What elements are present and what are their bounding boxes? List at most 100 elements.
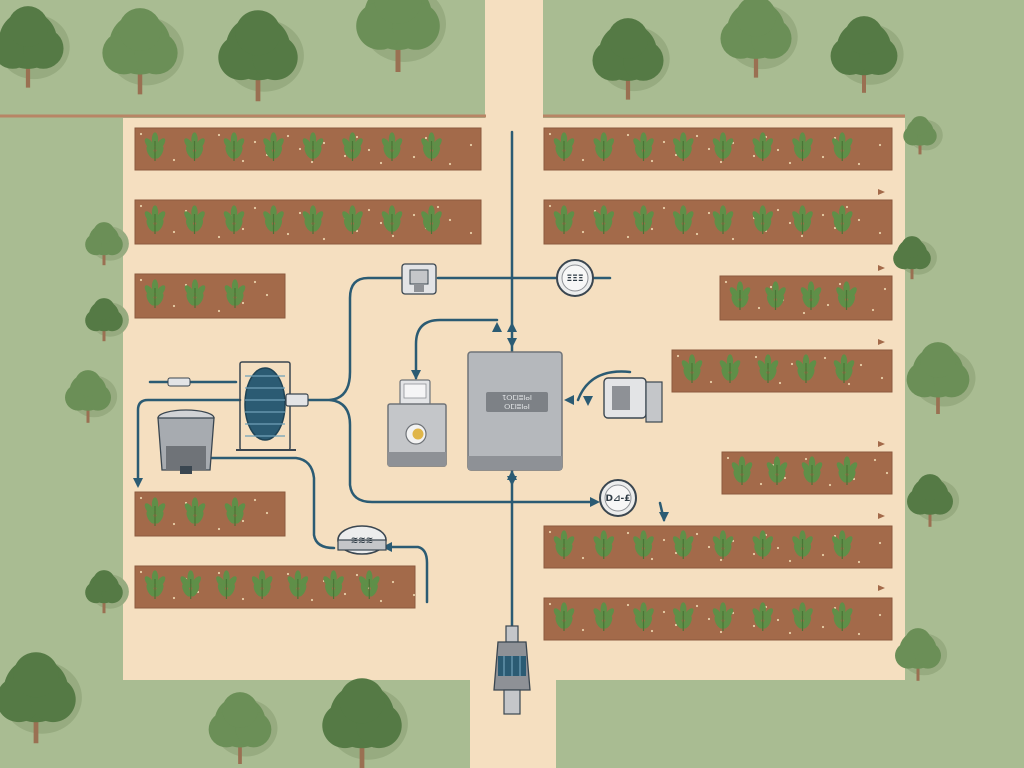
plant-icon	[342, 132, 363, 161]
soil-speck	[788, 559, 792, 563]
plant-icon	[712, 205, 734, 234]
plant-icon	[421, 132, 442, 161]
sprinkler-assembly[interactable]	[493, 625, 531, 715]
tree-icon	[907, 474, 960, 527]
flow-meter-lower[interactable]: ≋≋≋	[337, 525, 387, 555]
pressure-gauge-bottom[interactable]: D⊿-£	[599, 479, 637, 517]
soil-speck	[355, 135, 359, 139]
plant-icon	[712, 530, 734, 559]
pipe-gauge-lower-right	[386, 545, 429, 604]
soil-speck	[676, 354, 680, 358]
soil-speck	[776, 618, 780, 622]
plant-icon	[287, 570, 309, 599]
top-valve[interactable]	[401, 263, 437, 295]
pipe-to-gauge-bottom	[328, 398, 598, 504]
soil-speck	[821, 553, 825, 557]
controller-box[interactable]: Ɩ​ⵔⵎⵏⵓⵏⴰⵏ ⵔⵎⵏⵓⵏⴰⵏ	[467, 351, 563, 471]
tree-icon	[903, 116, 943, 155]
arrow-pump-up	[492, 322, 502, 332]
soil-speck	[298, 147, 302, 151]
soil-speck	[719, 160, 723, 164]
soil-speck	[448, 162, 452, 166]
soil-speck	[139, 132, 143, 136]
plant-icon	[792, 205, 813, 234]
tree-icon	[218, 10, 304, 102]
plant-icon	[836, 456, 858, 485]
water-tank[interactable]	[157, 409, 215, 474]
soil-speck	[379, 221, 383, 225]
soil-speck	[650, 629, 654, 633]
top-path	[485, 0, 543, 120]
soil-speck	[769, 285, 773, 289]
soil-speck	[828, 483, 832, 487]
soil-speck	[253, 498, 257, 502]
soil-speck	[707, 617, 711, 621]
plant-icon	[831, 602, 853, 631]
soil-speck	[139, 204, 143, 208]
plant-icon	[184, 497, 206, 526]
soil-speck	[662, 610, 666, 614]
soil-speck	[857, 218, 861, 222]
plant-icon	[831, 205, 853, 234]
plant-icon	[681, 354, 703, 383]
arrow-lower-gauge	[382, 542, 392, 552]
soil-speck	[548, 602, 552, 606]
soil-speck	[626, 603, 630, 607]
soil-speck	[674, 153, 678, 157]
arrow-pump-up-2	[507, 322, 517, 332]
plant-icon	[342, 205, 363, 234]
plant-icon	[792, 602, 813, 631]
plant-icon	[184, 279, 206, 308]
controller-label-line1: Ɩ​ⵔⵎⵏⵓⵏⴰⵏ	[502, 394, 532, 402]
soil-speck	[286, 134, 290, 138]
plant-icon	[421, 205, 442, 234]
hose-connector[interactable]	[167, 377, 191, 387]
soil-speck	[581, 556, 585, 560]
soil-speck	[788, 631, 792, 635]
soil-speck	[859, 363, 863, 367]
pipe-to-side-valve	[576, 370, 632, 402]
hose-reel[interactable]	[236, 361, 309, 451]
tree-icon	[592, 18, 670, 100]
soil-speck	[878, 231, 882, 235]
soil-speck	[298, 211, 302, 215]
bed-marker-icon	[878, 585, 885, 591]
bed-marker-icon	[878, 265, 885, 271]
soil-speck	[821, 155, 825, 159]
soil-speck	[873, 458, 877, 462]
plant-icon	[184, 205, 205, 234]
pressure-gauge-top[interactable]: ΞΞΞ	[556, 259, 594, 297]
soil-speck	[857, 162, 861, 166]
tree-icon	[906, 342, 976, 414]
soil-speck	[674, 551, 678, 555]
soil-speck	[778, 381, 782, 385]
soil-speck	[241, 159, 245, 163]
tree-icon	[0, 652, 82, 744]
arrow-side-curve	[583, 396, 593, 406]
soil-speck	[548, 530, 552, 534]
soil-speck	[626, 133, 630, 137]
soil-speck	[391, 580, 395, 584]
tree-icon	[85, 222, 129, 266]
soil-speck	[804, 457, 808, 461]
crop-bed-group	[134, 127, 893, 641]
soil-speck	[217, 133, 221, 137]
soil-speck	[709, 380, 713, 384]
controller-label-line2: ⵔⵎⵏⵓⵏⴰⵏ	[504, 403, 530, 411]
pump-unit[interactable]	[387, 379, 447, 467]
soil-speck	[783, 476, 787, 480]
plant-icon	[553, 530, 575, 559]
soil-speck	[695, 532, 699, 536]
soil-speck	[322, 237, 326, 241]
soil-speck	[800, 234, 804, 238]
plant-icon	[223, 205, 245, 234]
plant-icon	[712, 602, 734, 631]
side-valve[interactable]	[603, 377, 663, 423]
soil-speck	[880, 376, 884, 380]
soil-speck	[662, 140, 666, 144]
plant-icon	[672, 205, 694, 234]
soil-speck	[424, 136, 428, 140]
plant-icon	[801, 456, 823, 485]
plant-icon	[144, 205, 166, 234]
